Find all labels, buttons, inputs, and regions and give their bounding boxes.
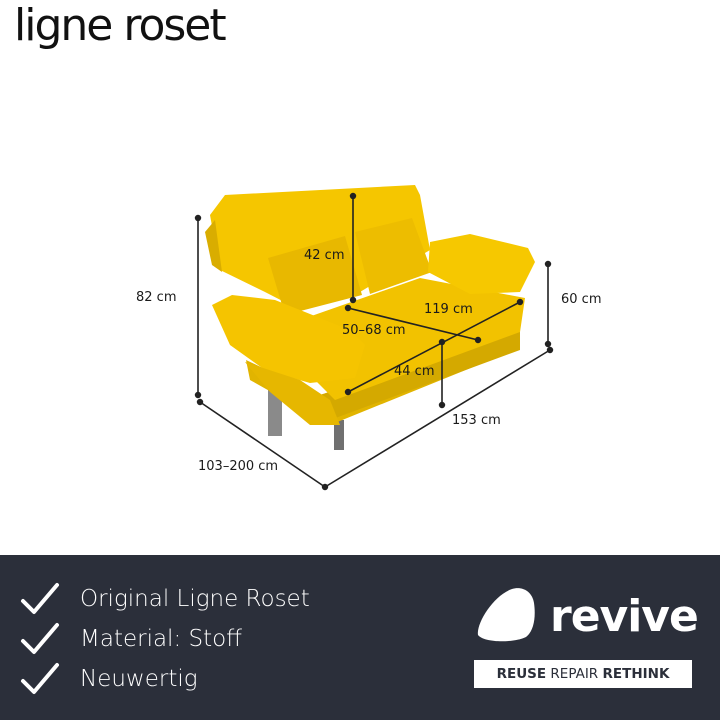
feature-item: Neuwertig <box>20 661 198 697</box>
tagline-word: REUSE <box>496 666 547 682</box>
sofa-leg <box>334 420 344 450</box>
pillow-right <box>355 218 432 294</box>
dimension-label-seat-width: 119 cm <box>424 302 473 317</box>
feature-text: Neuwertig <box>80 666 198 692</box>
dimension-label-depth: 103–200 cm <box>198 459 279 474</box>
checkmark-icon <box>21 663 59 694</box>
dimension-label-armrest-height: 60 cm <box>561 292 602 307</box>
dimension-label-backrest: 42 cm <box>304 248 345 263</box>
dimension-label-width: 153 cm <box>452 413 501 428</box>
dimension-label-height: 82 cm <box>136 290 177 305</box>
dimension-label-seat-depth: 50–68 cm <box>342 323 406 338</box>
tagline-word: RETHINK <box>602 666 670 682</box>
feature-text: Original Ligne Roset <box>80 586 310 612</box>
feature-item: Material: Stoff <box>20 621 242 657</box>
feature-text: Material: Stoff <box>80 626 243 652</box>
seller-logo-text: revive <box>550 591 699 642</box>
footer-banner: Original Ligne Roset Material: Stoff Neu… <box>0 555 720 720</box>
pillow-left <box>268 236 362 315</box>
sofa-illustration <box>194 185 554 491</box>
brand-logo: ligne roset <box>14 0 227 51</box>
armrest-right <box>428 234 535 294</box>
feature-item: Original Ligne Roset <box>20 581 310 617</box>
product-image: 82 cm 42 cm 119 cm 50–68 cm 44 cm 60 cm … <box>136 185 602 491</box>
armrest-left <box>212 295 365 383</box>
seller-tagline: REUSE REPAIR RETHINK <box>474 660 692 688</box>
checkmark-icon <box>21 623 59 654</box>
dimension-label-seat-height: 44 cm <box>394 364 435 379</box>
revive-logo-icon <box>477 588 535 642</box>
checkmark-icon <box>21 583 59 614</box>
tagline-word: REPAIR <box>550 666 599 682</box>
